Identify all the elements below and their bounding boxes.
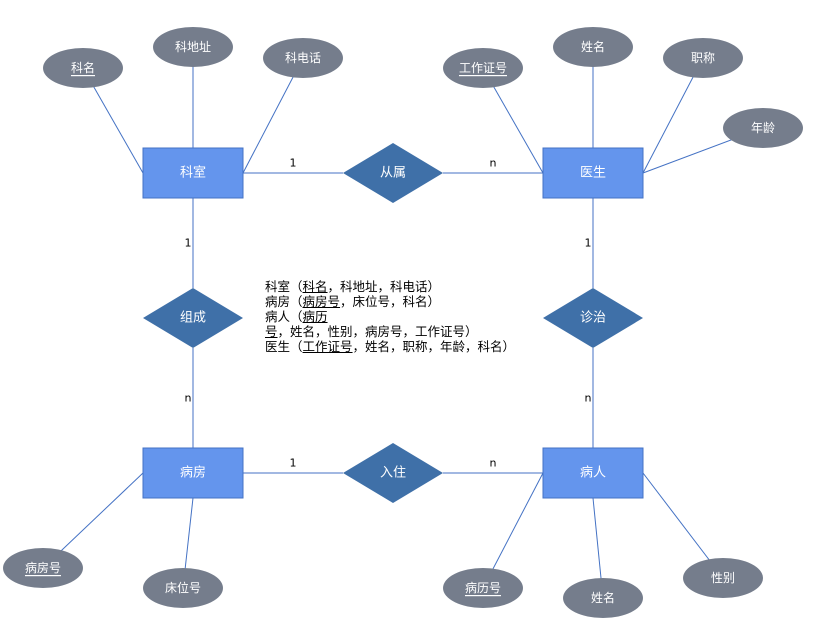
attribute-br-xingming[interactable]: 姓名 [563,578,643,618]
schema-fields: ，科地址，科电话） [327,279,441,294]
schema-line-yisheng: 医生（工作证号，姓名，职称，年龄，科名） [265,339,540,354]
relational-schema: 科室（科名，科地址，科电话） 病房（病房号，床位号，科名） 病人（病历号，姓名，… [265,279,540,354]
attribute-label: 年龄 [751,121,775,135]
schema-open: （ [290,294,303,309]
schema-open: （ [290,339,303,354]
attribute-ys-xingming[interactable]: 姓名 [553,27,633,67]
cardinality-ruzhu-right: n [490,457,497,470]
schema-fields: ，床位号，科名） [340,294,441,309]
entity-keshi[interactable]: 科室 [142,147,244,199]
relationship-zucheng[interactable]: 组成 [143,288,243,348]
schema-fields: ，姓名，性别，病房号，工作证号） [277,324,478,339]
relationship-label: 入住 [380,466,406,481]
cardinality-zucheng-bottom: n [185,392,192,405]
relationship-label: 组成 [180,311,206,326]
attribute-binglihao[interactable]: 病历号 [443,568,523,608]
attribute-keming[interactable]: 科名 [43,48,123,88]
attribute-label: 科电话 [285,51,321,65]
relationship-ruzhu[interactable]: 入住 [343,443,443,503]
relationship-zhenzhi[interactable]: 诊治 [543,288,643,348]
attribute-label: 床位号 [165,580,201,595]
entity-bingren[interactable]: 病人 [542,447,644,499]
schema-primary-key: 工作证号 [302,339,353,354]
attribute-nianling[interactable]: 年龄 [723,108,803,148]
attribute-kedianhua[interactable]: 科电话 [263,38,343,78]
relationship-label: 从属 [380,166,406,181]
attribute-label: 姓名 [591,590,615,605]
schema-primary-key: 病房号 [302,294,341,309]
schema-table-name: 医生 [265,339,291,354]
entity-label: 病人 [580,466,606,481]
attribute-label: 病房号 [25,560,61,575]
relationship-label: 诊治 [580,311,606,326]
schema-line-bingren: 病人（病历号，姓名，性别，病房号，工作证号） [265,309,540,339]
schema-primary-key: 科名 [302,279,328,294]
cardinality-zucheng-top: 1 [185,237,192,250]
schema-line-bingfang: 病房（病房号，床位号，科名） [265,294,540,309]
attribute-label: 病历号 [465,580,501,595]
cardinality-zhenzhi-bottom: n [585,392,592,405]
schema-fields: ，姓名，职称，年龄，科名） [352,339,516,354]
attribute-label: 科地址 [175,40,211,54]
entity-bingfang[interactable]: 病房 [142,447,244,499]
attribute-gongzuozhenghao[interactable]: 工作证号 [443,48,523,88]
schema-line-keshi: 科室（科名，科地址，科电话） [265,279,540,294]
attribute-label: 性别 [711,571,735,585]
schema-table-name: 科室 [265,279,291,294]
attribute-label: 职称 [691,51,715,65]
schema-table-name: 病房 [265,294,291,309]
attribute-label: 姓名 [581,39,605,54]
entity-label: 医生 [580,166,606,181]
entity-label: 病房 [180,465,206,481]
schema-primary-key: 病历号 [265,309,328,339]
attribute-kedizhi[interactable]: 科地址 [153,27,233,67]
cardinality-congshu-right: n [490,157,497,170]
schema-open: （ [290,309,303,324]
cardinality-zhenzhi-top: 1 [585,237,592,250]
cardinality-ruzhu-left: 1 [290,457,297,470]
attribute-label: 工作证号 [459,61,507,75]
schema-table-name: 病人 [265,309,291,324]
attribute-bingfanghao[interactable]: 病房号 [3,548,83,588]
attribute-xingbie[interactable]: 性别 [683,558,763,598]
relationship-congshu[interactable]: 从属 [343,143,443,203]
attribute-chuangweihao[interactable]: 床位号 [143,568,223,608]
attribute-zhicheng[interactable]: 职称 [663,38,743,78]
entity-label: 科室 [180,165,206,181]
attribute-label: 科名 [71,60,95,75]
entity-yisheng[interactable]: 医生 [542,147,644,199]
cardinality-congshu-left: 1 [290,157,297,170]
schema-open: （ [290,279,303,294]
